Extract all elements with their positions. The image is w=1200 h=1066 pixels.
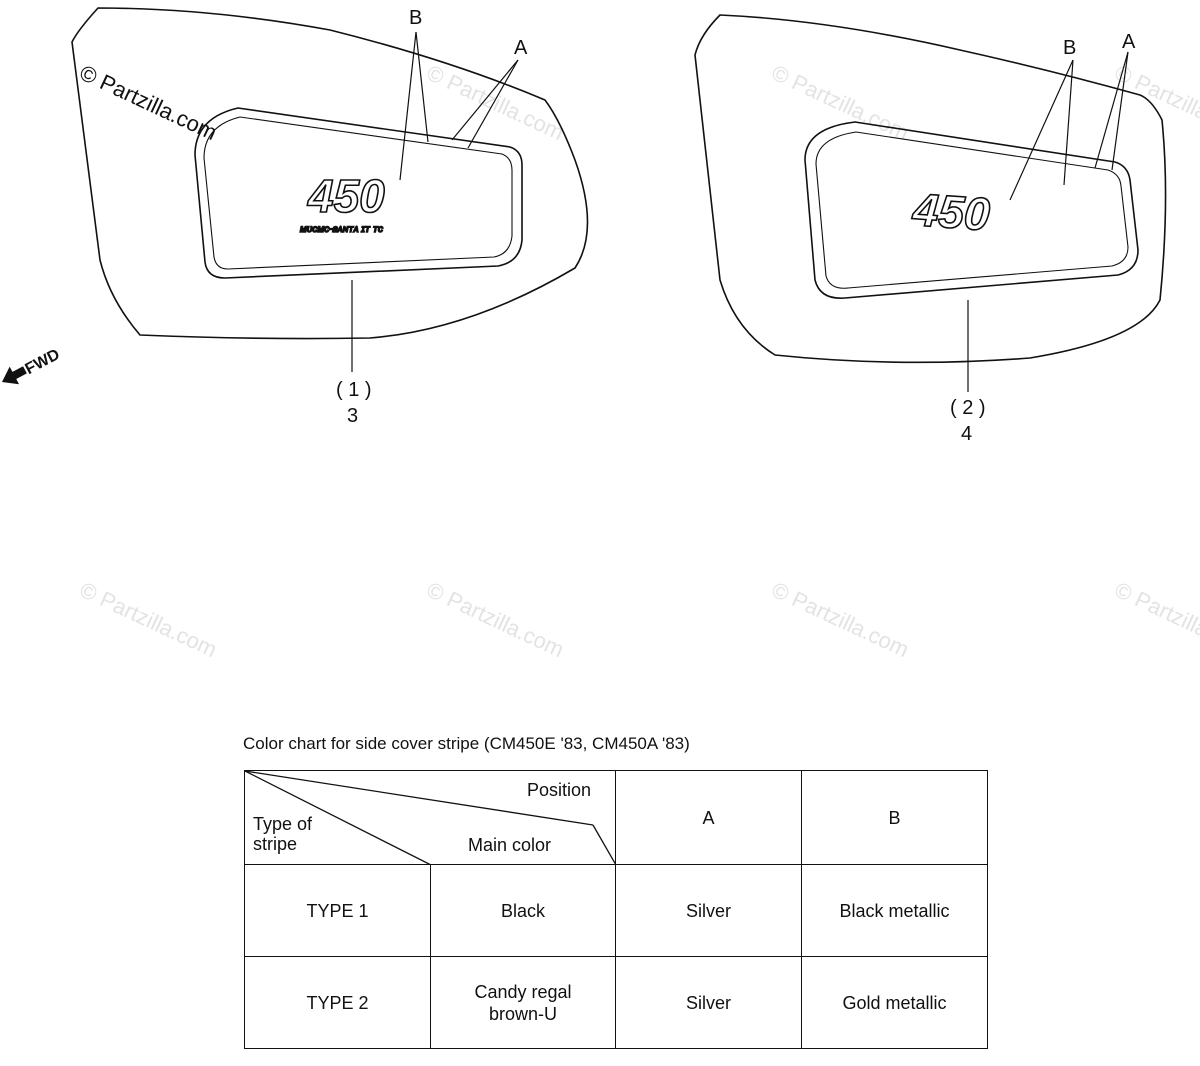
- header-position: Position: [526, 780, 591, 800]
- leader-a-right-1: [1094, 51, 1129, 169]
- callout-num-left: 3: [347, 405, 358, 427]
- watermark-dark: © Partzilla.com: [76, 60, 221, 145]
- leader-b-left-2: [415, 31, 429, 143]
- leader-a-left-2: [467, 59, 519, 149]
- fwd-label: FWD: [23, 346, 63, 378]
- callout-a-right: A: [1122, 31, 1136, 53]
- cell-type: TYPE 1: [244, 864, 431, 957]
- header-col-b: B: [801, 770, 988, 865]
- watermark: © Partzilla.com: [768, 60, 913, 145]
- emblem-450-left: 450: [307, 170, 385, 222]
- header-type-of: Type of: [253, 814, 313, 834]
- cell-main-color: Candy regal brown-U: [430, 956, 616, 1049]
- cell-b: Black metallic: [801, 864, 988, 957]
- leader-b-right-2: [1063, 59, 1074, 186]
- parts-diagram: © Partzilla.com © Partzilla.com © Partzi…: [2, 7, 1200, 662]
- callout-ref-right: ( 2 ): [950, 397, 986, 419]
- cover-outline-left: [71, 7, 589, 340]
- callout-ref-left: ( 1 ): [336, 379, 372, 401]
- stripe-inner-left: [203, 116, 513, 270]
- watermark: © Partzilla.com: [423, 577, 568, 662]
- watermark: © Partzilla.com: [768, 577, 913, 662]
- watermark: © Partzilla.com: [1111, 60, 1200, 145]
- cell-main-color: Black: [430, 864, 616, 957]
- table-row: TYPE 2 Candy regal brown-U Silver Gold m…: [244, 956, 988, 1049]
- cell-b: Gold metallic: [801, 956, 988, 1049]
- watermark-group: © Partzilla.com © Partzilla.com © Partzi…: [76, 60, 1200, 662]
- callout-a-left: A: [514, 37, 528, 59]
- stripe-outer-right: [804, 121, 1139, 299]
- callout-b-right: B: [1063, 37, 1076, 59]
- stripe-outer-left: [194, 107, 523, 279]
- header-main-color: Main color: [467, 835, 551, 855]
- emblem-subtext-left: ᴍᴜᴄᴍᴄ-ʙᴀɴᴛᴀ ɪᴛ ᴛᴄ: [300, 224, 383, 235]
- callout-b-left: B: [409, 7, 422, 29]
- leader-b-right-1: [1009, 59, 1074, 201]
- leader-a-right-2: [1111, 51, 1129, 171]
- watermark: © Partzilla.com: [76, 577, 221, 662]
- header-stripe: stripe: [253, 834, 298, 854]
- cell-a: Silver: [615, 956, 802, 1049]
- table-row: TYPE 1 Black Silver Black metallic: [244, 864, 988, 957]
- watermark: © Partzilla.com: [1111, 577, 1200, 662]
- emblem-450-right: 450: [910, 183, 992, 240]
- header-col-a: A: [615, 770, 802, 865]
- cell-type: TYPE 2: [244, 956, 431, 1049]
- side-cover-left: 450 ᴍᴜᴄᴍᴄ-ʙᴀɴᴛᴀ ɪᴛ ᴛᴄ: [71, 7, 589, 372]
- color-chart-title: Color chart for side cover stripe (CM450…: [243, 734, 690, 753]
- cell-main-color-text: Candy regal brown-U: [474, 981, 572, 1024]
- cell-a: Silver: [615, 864, 802, 957]
- fwd-arrow-icon: [2, 366, 27, 385]
- corner-diagonal-lines: [245, 771, 616, 865]
- cover-outline-right: [694, 14, 1167, 364]
- stripe-inner-right: [815, 131, 1129, 289]
- callout-num-right: 4: [961, 423, 972, 445]
- side-cover-right: 450: [694, 14, 1167, 392]
- leader-b-left-1: [399, 31, 417, 181]
- leader-a-left-1: [451, 59, 519, 141]
- fwd-indicator: FWD: [2, 346, 63, 385]
